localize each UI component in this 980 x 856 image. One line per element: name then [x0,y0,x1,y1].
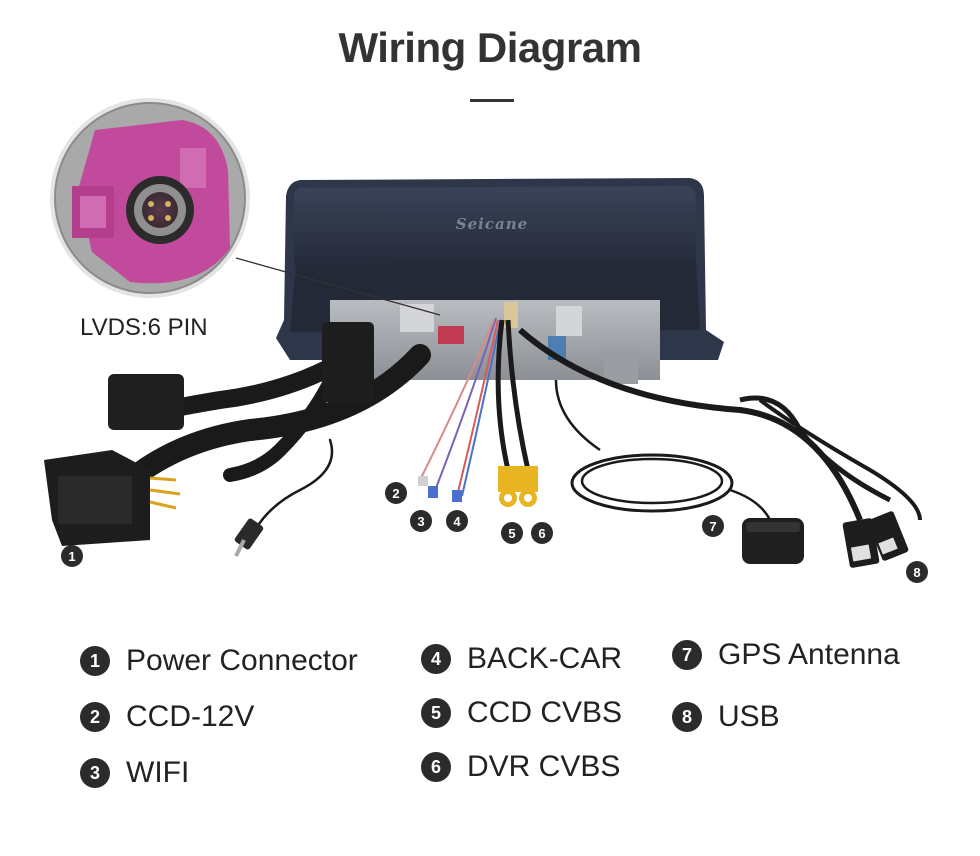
marker-number: 2 [392,486,399,501]
marker-6: 6 [531,522,553,544]
marker-1: 1 [61,545,83,567]
usb-plugs [842,511,909,568]
legend-item-power-connector: 1 Power Connector [80,644,358,678]
usb-cables [518,327,922,522]
wire-tips [418,476,462,502]
legend-badge: 5 [421,698,451,728]
legend-badge: 2 [80,702,110,732]
legend-label: DVR CVBS [467,750,621,783]
marker-7: 7 [702,515,724,537]
marker-5: 5 [501,522,523,544]
legend-label: GPS Antenna [718,638,900,671]
unit-brand-logo: Seicane [456,215,528,233]
gps-antenna [554,379,804,564]
marker-circle [531,522,553,544]
legend-badge: 8 [672,702,702,732]
legend-badge: 6 [421,752,451,782]
legend-label: WIFI [126,756,190,789]
marker-number: 1 [68,549,75,564]
legend-badge: 4 [421,644,451,674]
marker-number: 8 [913,565,920,580]
marker-circle [501,522,523,544]
legend-label: Power Connector [126,644,358,677]
legend-label: CCD CVBS [467,696,623,729]
marker-number: 7 [709,519,716,534]
marker-3: 3 [410,510,432,532]
marker-circle [410,510,432,532]
legend-item-back-car: 4 BACK-CAR [421,642,622,676]
legend-item-gps-antenna: 7 GPS Antenna [672,638,900,672]
marker-circle [61,545,83,567]
legend-label: BACK-CAR [467,642,623,675]
aux-jack [234,518,264,557]
marker-number: 4 [453,514,461,529]
legend-label: CCD-12V [126,700,255,733]
marker-4: 4 [446,510,468,532]
number-markers: 1 2 3 4 5 6 7 8 [61,482,928,583]
harness-module-box [108,374,184,430]
marker-number: 3 [417,514,424,529]
marker-8: 8 [906,561,928,583]
rca-cables [495,319,531,471]
lvds-label: LVDS:6 PIN [80,314,208,341]
head-unit: Seicane [276,178,724,384]
marker-circle [702,515,724,537]
legend-badge: 1 [80,646,110,676]
legend-item-ccd-12v: 2 CCD-12V [80,700,254,734]
legend-badge: 3 [80,758,110,788]
harness-plug [322,322,374,402]
marker-circle [385,482,407,504]
legend-label: USB [718,700,780,733]
legend-item-wifi: 3 WIFI [80,756,189,790]
page-title: Wiring Diagram [338,24,643,71]
signal-wires [419,317,501,497]
marker-2: 2 [385,482,407,504]
legend-item-ccd-cvbs: 5 CCD CVBS [421,696,622,730]
legend-item-usb: 8 USB [672,700,780,734]
legend-item-dvr-cvbs: 6 DVR CVBS [421,750,620,784]
lvds-connector-closeup [50,98,441,316]
power-connector [44,450,181,546]
marker-number: 5 [508,526,515,541]
marker-circle [906,561,928,583]
rca-connectors [498,466,538,507]
marker-number: 6 [538,526,545,541]
title-underline [470,99,514,102]
legend-badge: 7 [672,640,702,670]
marker-circle [446,510,468,532]
